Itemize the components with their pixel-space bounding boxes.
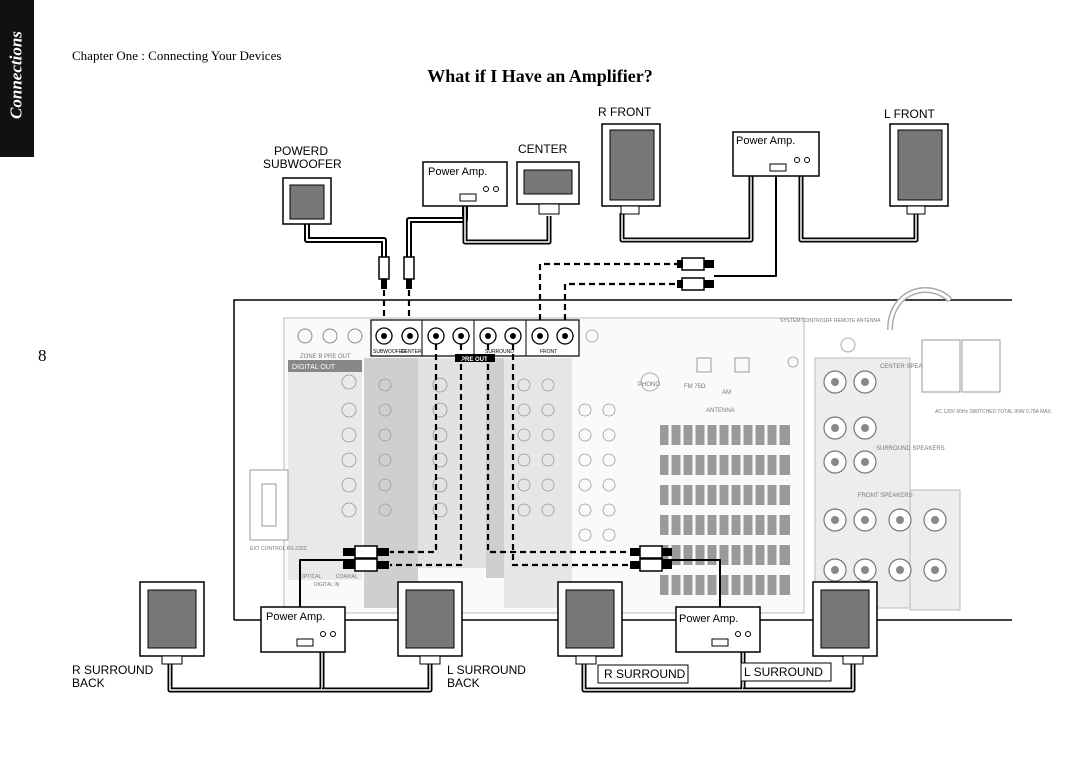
phono-label: PHONO <box>638 382 660 388</box>
subwoofer-jack-label: SUBWOOFER <box>373 349 406 355</box>
subwoofer-label-line2: SUBWOOFER <box>263 157 342 171</box>
coaxial-label: COAXIAL <box>336 574 358 580</box>
optical-label: OPTICAL <box>300 574 322 580</box>
power-amp-center-label: Power Amp. <box>428 166 488 178</box>
subwoofer-label: POWERD SUBWOOFER <box>263 144 342 171</box>
page-number: 8 <box>38 346 47 365</box>
power-amp-surround-label: Power Amp. <box>679 613 739 625</box>
subwoofer-label-line1: POWERD <box>274 144 328 158</box>
l-surround-label: L SURROUND <box>744 665 823 679</box>
l-surround-back-line1: L SURROUND <box>447 663 526 677</box>
ext-control-label: EXT CONTROL RS-232C <box>250 546 308 552</box>
zone-b-label: ZONE B PRE OUT <box>300 354 351 360</box>
antenna-label: ANTENNA <box>706 408 735 414</box>
r-front-label: R FRONT <box>598 105 652 119</box>
digital-out-label: DIGITAL OUT <box>292 364 336 371</box>
system-control-label: SYSTEM CONTROL <box>780 318 827 324</box>
speaker-cables <box>167 176 919 693</box>
power-amp-front-label: Power Amp. <box>736 135 796 147</box>
speakers <box>139 123 949 665</box>
r-surround-back-line1: R SURROUND <box>72 663 154 677</box>
surround-speakers-label: SURROUND SPEAKERS <box>876 446 945 452</box>
center-speaker-label: CENTER SPEAKER <box>880 364 935 370</box>
r-surround-back-label: R SURROUND BACK <box>72 664 153 690</box>
fm-label: FM 75Ω <box>684 384 706 390</box>
rca-plugs <box>343 256 714 572</box>
page-title: What if I Have an Amplifier? <box>427 66 653 86</box>
front-speakers-label: FRONT SPEAKERS <box>858 493 913 499</box>
l-surround-back-line2: BACK <box>447 676 480 690</box>
l-front-label: L FRONT <box>884 107 935 121</box>
ac-outlet-label: AC 120V 60Hz SWITCHED TOTAL 90W 0.75A MA… <box>935 409 1052 415</box>
power-amps <box>260 131 820 653</box>
am-label: AM <box>722 390 731 396</box>
digital-in-label: DIGITAL IN <box>314 582 340 588</box>
pre-out-label: PRE OUT <box>461 357 488 363</box>
surround-jack-label: SURROUND <box>485 349 514 355</box>
r-surround-label: R SURROUND <box>604 667 686 681</box>
dashed-cables <box>382 262 680 567</box>
front-jack-label: FRONT <box>540 349 557 355</box>
section-tab: Connections <box>0 0 34 157</box>
r-surround-back-line2: BACK <box>72 676 105 690</box>
chapter-header: Chapter One : Connecting Your Devices <box>72 48 282 63</box>
rf-remote-label: RF REMOTE ANTENNA <box>826 318 881 324</box>
power-amp-surround-back-label: Power Amp. <box>266 611 326 623</box>
center-jack-label: CENTER <box>401 349 422 355</box>
l-surround-back-label: L SURROUND BACK <box>447 664 526 690</box>
center-label: CENTER <box>518 142 568 156</box>
